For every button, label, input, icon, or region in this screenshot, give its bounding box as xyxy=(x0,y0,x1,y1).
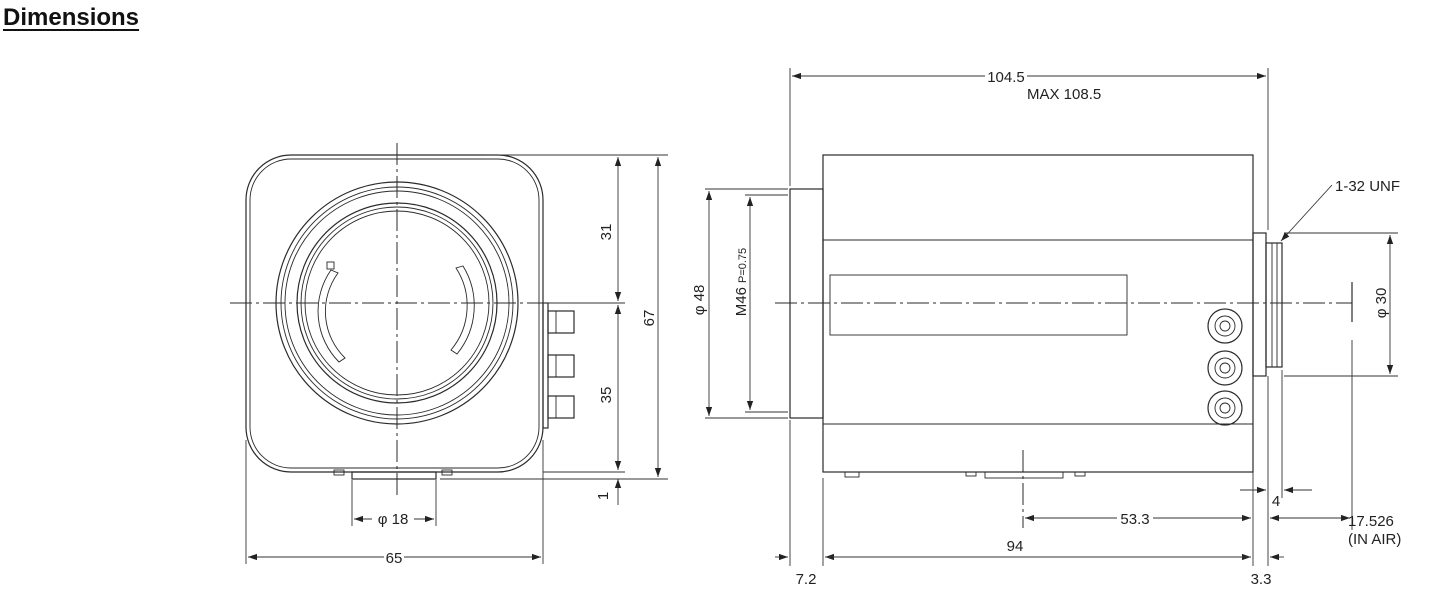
dim-max-length: MAX 108.5 xyxy=(1027,86,1101,103)
dim-back-focus-note: (IN AIR) xyxy=(1348,531,1401,548)
dim-rear-ring: 3.3 xyxy=(1251,571,1272,588)
dim-back-focus: 17.526 xyxy=(1348,513,1394,530)
dim-total-length: 104.5 xyxy=(987,69,1025,86)
side-connectors xyxy=(1207,308,1243,426)
dim-top-half: 31 xyxy=(598,224,615,241)
right-arc-slot xyxy=(450,265,475,355)
front-view: 31 35 67 1 φ 18 65 xyxy=(230,143,668,567)
side-body-outline xyxy=(822,154,1254,473)
side-label-window xyxy=(829,274,1128,336)
dim-mount-to-center: 53.3 xyxy=(1120,511,1149,528)
rear-c-mount xyxy=(1265,242,1283,368)
dim-lens-diameter: φ 48 xyxy=(691,285,708,316)
dim-lens-thread: M46 xyxy=(733,287,750,316)
dim-front-ring: 7.2 xyxy=(796,571,817,588)
left-arc-slot xyxy=(317,269,346,363)
dim-lens-pitch: P=0.75 xyxy=(737,248,749,283)
dim-mount-diameter: φ 18 xyxy=(378,511,409,528)
dim-height: 67 xyxy=(641,310,658,327)
tripod-mount-block xyxy=(351,471,437,480)
front-body-inner-outline xyxy=(249,158,540,469)
dim-flange: 4 xyxy=(1272,493,1280,510)
page-heading: Dimensions xyxy=(3,4,140,31)
dim-mount-thread: 1-32 UNF xyxy=(1335,178,1400,195)
dim-bottom-half: 35 xyxy=(598,387,615,404)
dim-width: 65 xyxy=(386,550,403,567)
side-view: 104.5 MAX 108.5 φ 48 M46 P=0.75 1-32 UNF… xyxy=(691,68,1401,588)
dim-mount-diameter-side: φ 30 xyxy=(1373,288,1390,319)
dim-bottom-offset: 1 xyxy=(595,492,612,500)
dim-body-length: 94 xyxy=(1007,538,1024,555)
front-connectors xyxy=(547,310,575,419)
small-square-mark xyxy=(326,261,335,270)
